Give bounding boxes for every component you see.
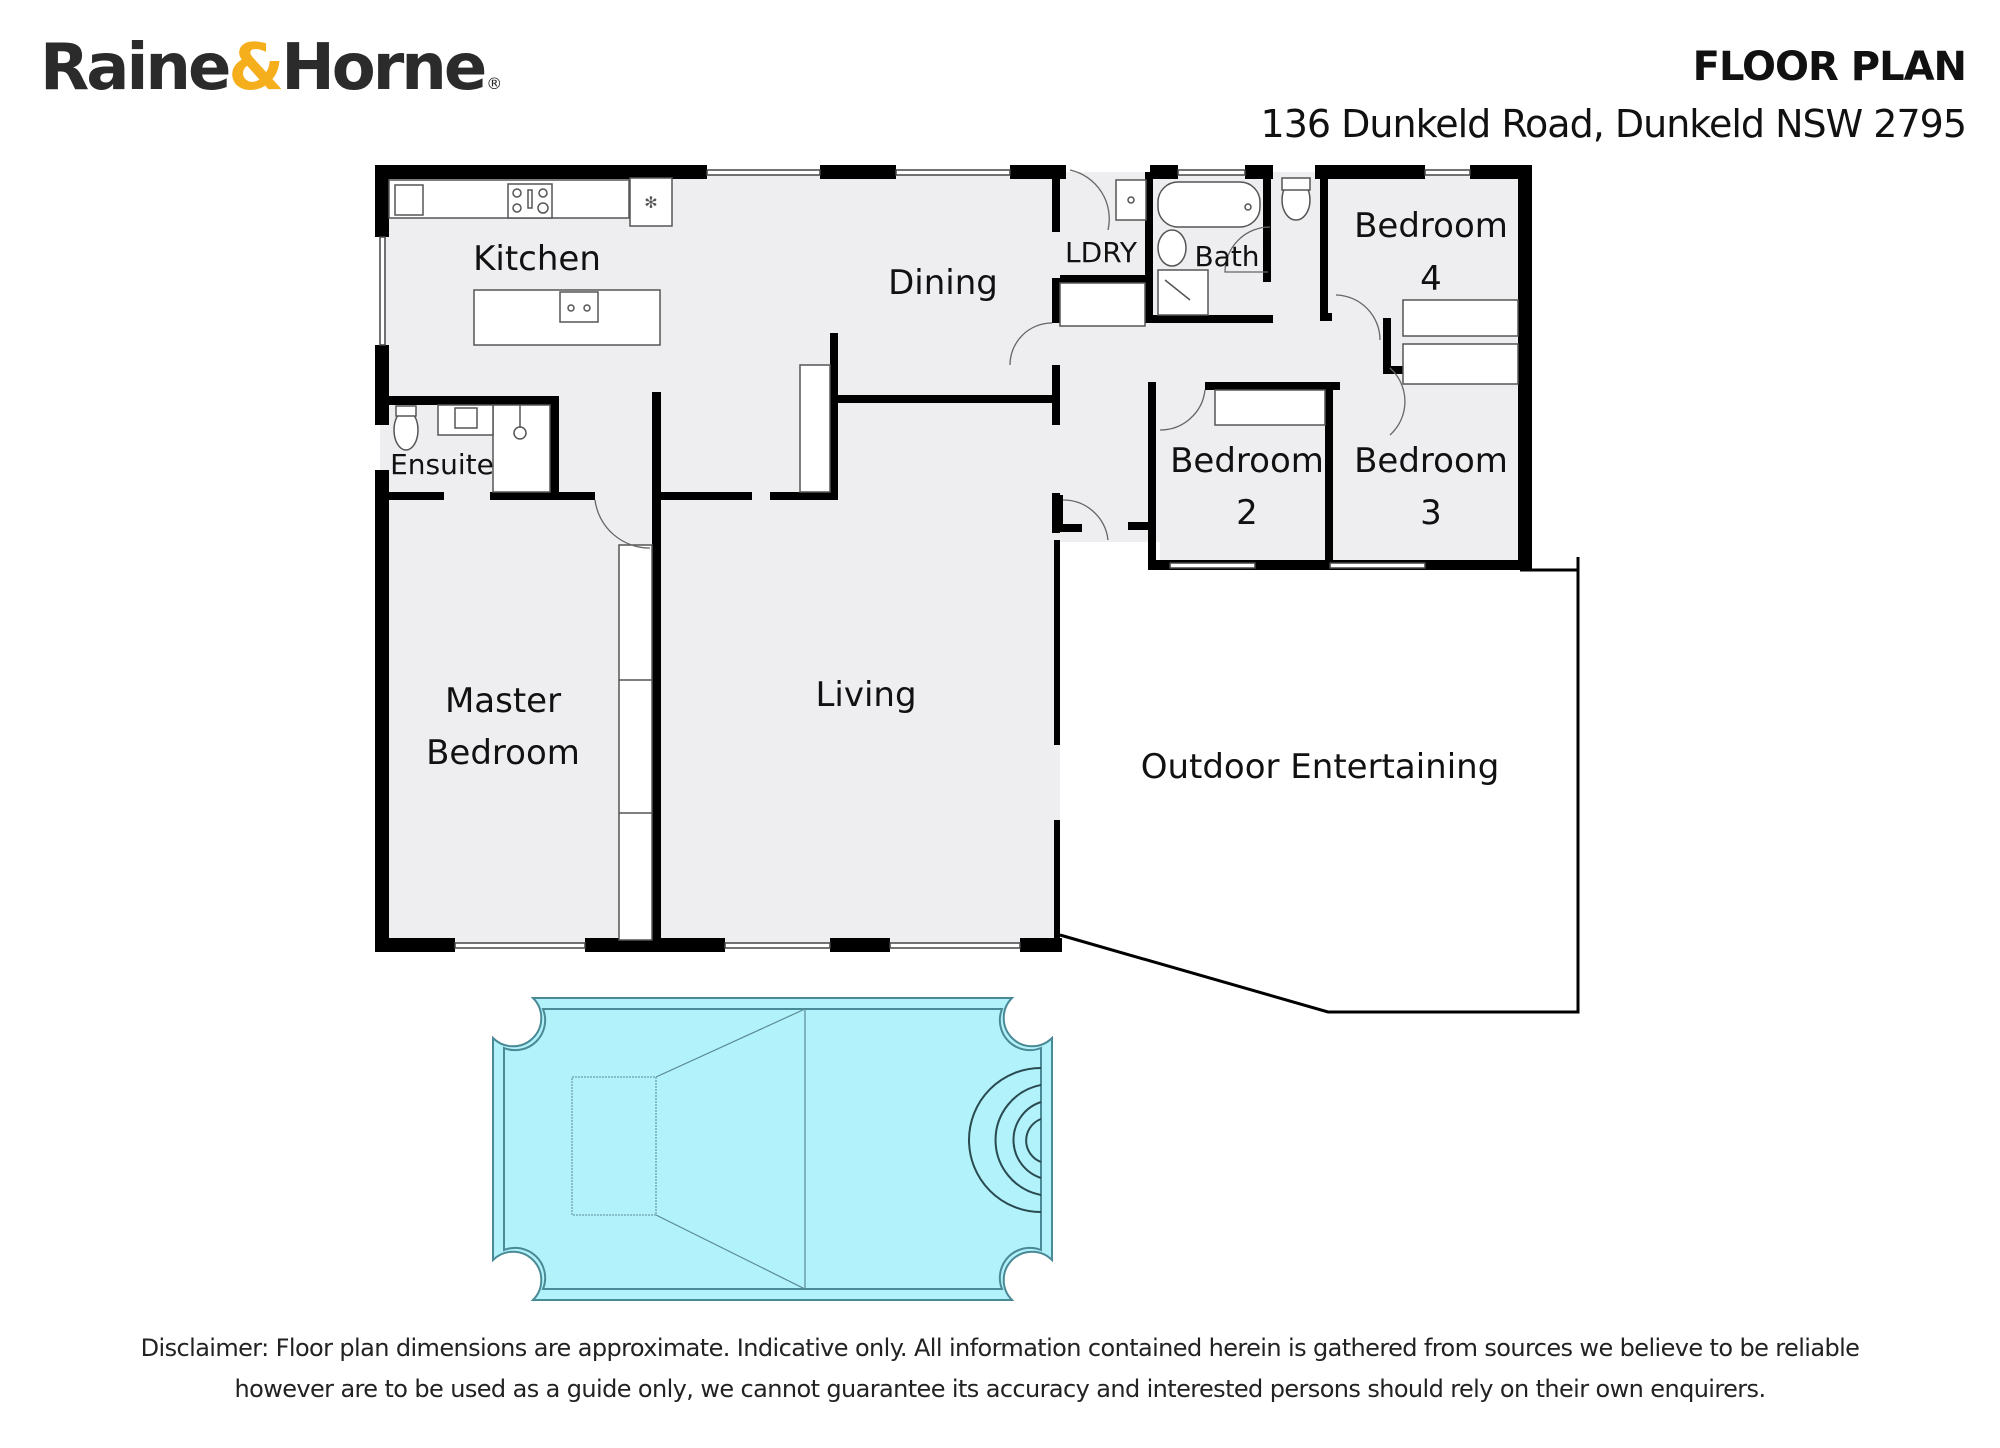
shower-icon: [492, 404, 551, 493]
label-dining: Dining: [888, 263, 998, 303]
disclaimer-text-1: Floor plan dimensions are approximate. I…: [268, 1334, 1860, 1362]
property-address: 136 Dunkeld Road, Dunkeld NSW 2795: [1260, 102, 1967, 146]
door-swings: [594, 169, 1406, 549]
shower-icon: [1157, 269, 1209, 316]
raine-horne-logo: Raine&Horne®: [40, 36, 502, 100]
label-master: Master: [445, 681, 561, 721]
pool-spa-steps: [968, 1067, 1042, 1213]
label-master-bedroom: Bedroom: [426, 733, 580, 773]
label-bedroom-4: Bedroom: [1354, 206, 1508, 246]
bathtub-icon: [1157, 181, 1261, 228]
disclaimer-label: Disclaimer:: [140, 1334, 270, 1362]
swimming-pool: [492, 997, 1053, 1301]
disclaimer-line-1: Disclaimer: Floor plan dimensions are ap…: [0, 1328, 2000, 1369]
svg-text:✻: ✻: [644, 193, 657, 212]
oven-icon: [394, 184, 424, 216]
registered-mark: ®: [486, 74, 503, 93]
label-bedroom-2-number: 2: [1236, 493, 1258, 533]
label-living: Living: [815, 675, 916, 715]
label-bath: Bath: [1194, 240, 1259, 273]
logo-ampersand: &: [228, 31, 284, 105]
label-kitchen: Kitchen: [473, 239, 601, 279]
logo-text-raine: Raine: [40, 31, 231, 105]
label-bedroom-3-number: 3: [1420, 493, 1442, 533]
label-ldry: LDRY: [1065, 236, 1138, 269]
sink-icon: [559, 291, 599, 323]
room-labels: Kitchen Dining LDRY Bath Bedroom 4 Ensui…: [390, 206, 1508, 787]
fridge-icon: [629, 177, 673, 227]
label-outdoor-entertaining: Outdoor Entertaining: [1141, 747, 1500, 787]
windows: [379, 169, 1471, 949]
kitchen-fixtures: ✻: [388, 177, 673, 346]
basin-icon: [1157, 229, 1187, 267]
wardrobes: [618, 282, 1519, 941]
ensuite-fixtures: [393, 404, 551, 493]
label-ensuite: Ensuite: [390, 448, 494, 481]
disclaimer-line-2: however are to be used as a guide only, …: [234, 1375, 1767, 1403]
label-bedroom-2: Bedroom: [1170, 441, 1324, 481]
label-bedroom-4-number: 4: [1420, 259, 1442, 299]
page-title: FLOOR PLAN: [1692, 44, 1967, 90]
logo-text-horne: Horne: [281, 31, 487, 105]
disclaimer: Disclaimer: Floor plan dimensions are ap…: [0, 1328, 2000, 1410]
wet-area-fixtures: [1115, 177, 1311, 316]
label-bedroom-3: Bedroom: [1354, 441, 1508, 481]
